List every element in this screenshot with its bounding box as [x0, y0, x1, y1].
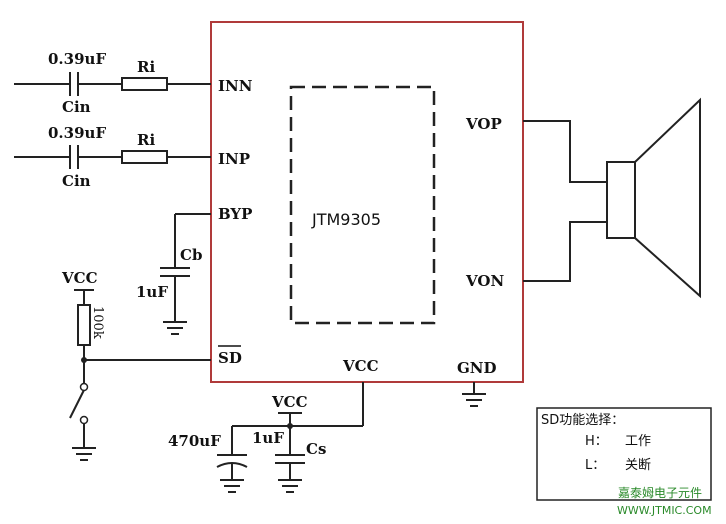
- watermark-url: WWW.JTMIC.COM: [617, 504, 712, 517]
- pin-inn-label: INN: [218, 77, 253, 95]
- sd-note-h-val: 工作: [625, 434, 651, 449]
- input-inn-network: [14, 72, 211, 96]
- speaker-wiring: [523, 120, 607, 282]
- pin-inp-label: INP: [218, 150, 250, 168]
- resistor-100k: [77, 304, 91, 346]
- cin-top-value: 0.39uF: [48, 50, 106, 68]
- input-inp-network: [14, 145, 211, 169]
- cin-bottom-value: 0.39uF: [48, 124, 106, 142]
- speaker-icon: [606, 97, 701, 299]
- pin-von-label: VON: [465, 272, 504, 290]
- ri-top-name: Ri: [137, 58, 155, 76]
- chip-name: JTM9305: [311, 210, 381, 229]
- chip-die-outline: [289, 85, 436, 325]
- sd-note-l-val: 关断: [625, 458, 651, 473]
- cb-value: 1uF: [136, 283, 168, 301]
- resistor-ri-bottom: [121, 150, 168, 164]
- chip-ground: [462, 382, 486, 407]
- cin-top-name: Cin: [62, 98, 91, 116]
- bypass-network: [160, 213, 211, 335]
- resistor-ri-top: [121, 77, 168, 91]
- dec-cap-name: Cs: [306, 440, 326, 458]
- cb-name: Cb: [180, 246, 202, 264]
- sd-note-title: SD功能选择：: [541, 413, 624, 428]
- pin-sd-label: SD: [218, 349, 242, 367]
- bulk-cap-value: 470uF: [168, 432, 221, 450]
- dec-cap-value: 1uF: [252, 429, 284, 447]
- sd-note-box: [536, 407, 712, 501]
- sd-note-h-key: H：: [585, 434, 608, 449]
- sd-vcc-label: VCC: [61, 269, 98, 287]
- cin-bottom-name: Cin: [62, 172, 91, 190]
- supply-vcc-label: VCC: [271, 393, 308, 411]
- ri-bottom-name: Ri: [137, 131, 155, 149]
- watermark-cn: 嘉泰姆电子元件: [618, 486, 702, 500]
- supply-network: [216, 382, 364, 493]
- sd-note-l-key: L：: [585, 458, 605, 473]
- pin-vcc-label: VCC: [342, 357, 379, 375]
- pin-byp-label: BYP: [218, 205, 252, 223]
- pin-vop-label: VOP: [465, 115, 502, 133]
- pin-gnd-label: GND: [457, 359, 497, 377]
- resistor-100k-label: 100k: [90, 306, 105, 339]
- shutdown-network: [69, 289, 211, 461]
- chip-body: [210, 21, 524, 383]
